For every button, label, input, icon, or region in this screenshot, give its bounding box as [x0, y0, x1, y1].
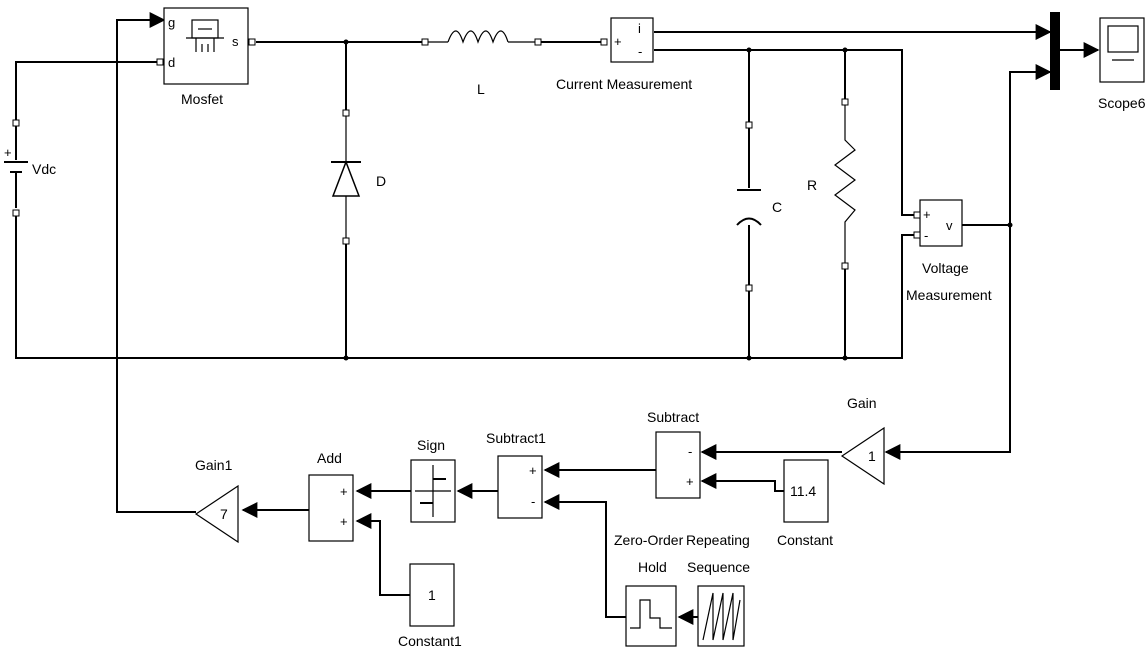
diode-block[interactable]: [331, 109, 361, 245]
sawtooth-icon: [702, 592, 741, 641]
scope-label: Scope6: [1098, 95, 1146, 111]
sign-block[interactable]: [410, 459, 456, 523]
zoh-block[interactable]: [625, 585, 677, 647]
gain-value: 1: [868, 448, 876, 464]
subtract-label: Subtract: [647, 409, 699, 425]
vdc-plus-sign: +: [4, 145, 12, 160]
zoh-label-1: Zero-Order: [614, 532, 684, 548]
gain-label: Gain: [847, 395, 877, 411]
diode-label: D: [376, 173, 386, 189]
mosfet-port-d: d: [168, 55, 175, 70]
subtract-sign-top: -: [688, 444, 692, 459]
voltage-measurement-label-1: Voltage: [922, 260, 969, 276]
constant1-label: Constant1: [398, 633, 462, 648]
repeating-sequence-label-2: Sequence: [687, 559, 750, 575]
mosfet-block[interactable]: g d s: [156, 7, 256, 85]
vdc-block[interactable]: +: [4, 119, 28, 217]
add-sign-bottom: +: [340, 514, 348, 529]
subtract-block[interactable]: - +: [655, 431, 701, 499]
mosfet-port-g: g: [168, 15, 175, 30]
add-sign-top: +: [340, 484, 348, 499]
inductor-label: L: [477, 81, 485, 97]
gain1-block[interactable]: 7: [194, 484, 239, 544]
mosfet-port-s: s: [232, 34, 239, 49]
subtract1-block[interactable]: + -: [497, 455, 543, 519]
power-wires: [15, 39, 918, 361]
subtract1-sign-top: +: [529, 463, 537, 478]
current-meas-minus: -: [638, 44, 642, 59]
constant-value: 11.4: [790, 483, 816, 499]
signal-wires: [116, 12, 1100, 625]
mosfet-icon: [186, 19, 224, 52]
inductor-block[interactable]: [421, 30, 542, 46]
constant-block[interactable]: 11.4: [783, 459, 829, 523]
vdc-label: Vdc: [32, 161, 56, 177]
scope-block[interactable]: [1099, 17, 1145, 83]
subtract1-label: Subtract1: [486, 430, 546, 446]
voltage-measurement-label-2: Measurement: [906, 287, 992, 303]
sign-label: Sign: [417, 437, 445, 453]
subtract-sign-bottom: +: [686, 474, 694, 489]
voltage-meas-v: v: [946, 218, 953, 233]
add-label: Add: [317, 450, 342, 466]
constant1-block[interactable]: 1: [409, 563, 455, 627]
resistor-label: R: [807, 177, 817, 193]
repeating-sequence-block[interactable]: [697, 585, 745, 647]
gain-block[interactable]: 1: [840, 426, 885, 486]
current-meas-plus: +: [614, 34, 622, 49]
capacitor-label: C: [772, 199, 782, 215]
subtract1-sign-bottom: -: [531, 494, 535, 509]
staircase-icon: [630, 599, 672, 629]
current-meas-i: i: [638, 21, 641, 36]
gain1-value: 7: [220, 506, 228, 522]
capacitor-block[interactable]: [736, 121, 762, 292]
gain1-label: Gain1: [195, 457, 233, 473]
zoh-label-2: Hold: [638, 559, 667, 575]
constant-label: Constant: [777, 532, 833, 548]
mosfet-label: Mosfet: [181, 91, 223, 107]
current-measurement-label: Current Measurement: [556, 76, 692, 92]
add-block[interactable]: + +: [308, 474, 354, 542]
voltage-meas-plus: +: [923, 207, 931, 222]
sign-icon: [415, 465, 451, 517]
mux-block[interactable]: [1050, 12, 1060, 90]
repeating-sequence-label-1: Repeating: [686, 532, 750, 548]
voltage-meas-minus: -: [924, 228, 928, 243]
voltage-measurement-block[interactable]: + - v: [913, 199, 963, 247]
current-measurement-block[interactable]: + i -: [600, 17, 654, 63]
resistor-block[interactable]: [834, 98, 856, 270]
constant1-value: 1: [428, 587, 436, 603]
